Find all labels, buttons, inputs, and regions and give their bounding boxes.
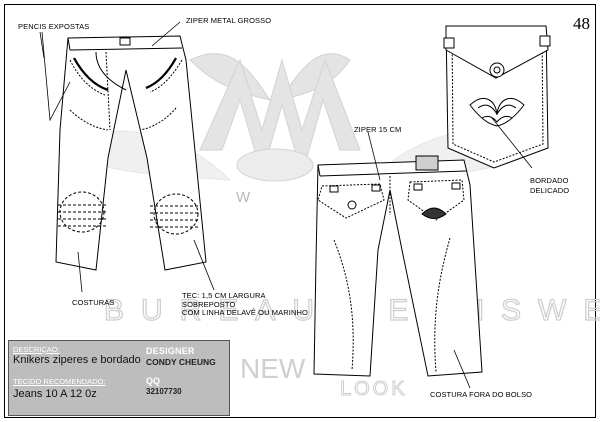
callout-delicado: DELICADO <box>530 186 570 195</box>
callout-tec-description: TEC: 1,5 CM LARGURA SOBREPOSTO COM LINHA… <box>182 291 308 318</box>
tecido-value: Jeans 10 A 12 0z <box>13 388 97 400</box>
watermark-look: LOOK <box>340 378 408 400</box>
callout-ziper-metal-grosso: ZIPER METAL GROSSO <box>186 16 272 25</box>
watermark-letter-w: W <box>236 189 251 206</box>
tec-line-1: TEC: 1,5 CM LARGURA <box>182 291 266 300</box>
tec-line-3: COM LINHA DELAVÊ OU MARINHO <box>182 308 308 317</box>
info-panel: DESCRIÇAO: Knikers ziperes e bordado TEC… <box>8 340 230 416</box>
callout-lines <box>39 21 533 389</box>
back-pants-drawing <box>313 155 483 377</box>
pocket-emblem-icon <box>443 25 551 169</box>
callout-pencis-expostas: PENCIS EXPOSTAS <box>18 22 90 31</box>
qq-value: 32107730 <box>146 387 182 396</box>
sheet-border <box>4 4 596 418</box>
callout-bordado: BORDADO <box>530 176 569 185</box>
designer-value: CONDY CHEUNG <box>146 357 216 367</box>
tecido-label: TECIDO RECOMENDADO: <box>13 377 106 386</box>
callout-costuras: COSTURAS <box>72 298 115 307</box>
callout-ziper-15cm: ZIPER 15 CM <box>354 125 402 134</box>
descricao-label: DESCRIÇAO: <box>13 345 60 354</box>
descricao-value: Knikers ziperes e bordado <box>13 354 141 366</box>
callout-costura-fora-bolso: COSTURA FORA DO BOLSO <box>430 390 533 399</box>
designer-label: DESIGNER <box>146 346 195 356</box>
page-number: 48 <box>573 14 590 33</box>
front-pants-drawing <box>55 35 207 271</box>
qq-label: QQ <box>146 376 161 386</box>
tec-line-2: SOBREPOSTO <box>182 299 236 309</box>
watermark-new: NEW <box>240 353 306 384</box>
